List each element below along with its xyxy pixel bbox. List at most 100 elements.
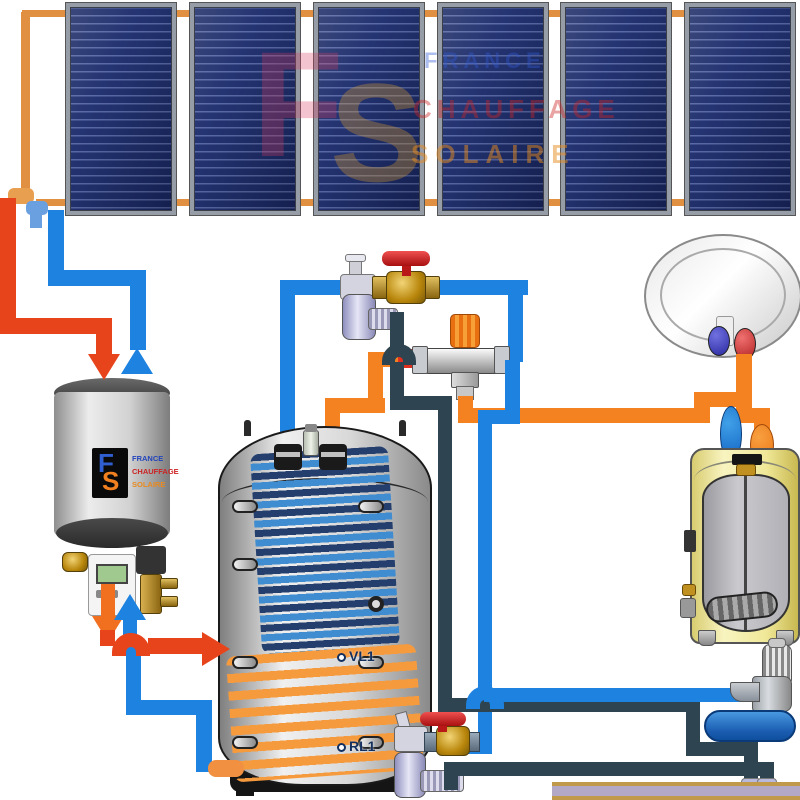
- ball-valve-bottom-stem: [438, 722, 447, 732]
- faucet-spout: [730, 682, 760, 702]
- flange-cold: [274, 444, 302, 470]
- radiator-port-blue: [708, 326, 730, 356]
- pipe-mixed-across: [458, 408, 710, 423]
- pipe-cold-long-drop: [478, 410, 492, 692]
- floor-strip-top-trim: [552, 782, 800, 786]
- buffer-port-round: [368, 596, 384, 612]
- coil-upper-solar: [250, 445, 400, 655]
- label-rl1: RL1: [349, 738, 376, 754]
- brand-logo-f: F: [98, 448, 114, 478]
- pipe-solar-hot-across: [0, 318, 112, 334]
- buffer-top-stub-cold: [280, 286, 295, 450]
- solar-panel-3: [314, 3, 424, 215]
- tank-side-valve: [62, 552, 88, 572]
- pipe-charge-hot-across: [148, 638, 206, 654]
- buffer-port: [232, 736, 258, 749]
- pipe-charge-cold-across: [126, 700, 212, 715]
- drain-b-across: [444, 762, 774, 776]
- flow-arrow-charge-up: [114, 594, 146, 620]
- drain-a-down2: [438, 396, 452, 706]
- safety-group-top-cap: [345, 254, 366, 262]
- drain-a-across2: [686, 742, 758, 756]
- label-vl1: VL1: [349, 648, 375, 664]
- floor-strip-band: [552, 786, 800, 796]
- label-rl1-dot: [337, 743, 346, 752]
- mixing-valve-body: [424, 348, 502, 374]
- safety-group-bottom-cross: [394, 726, 428, 752]
- drain-a-down3: [686, 698, 700, 754]
- ball-valve-bottom-handle: [420, 712, 466, 726]
- air-vent-cap: [305, 424, 317, 432]
- pipe-solar-thin-riser: [21, 12, 30, 198]
- solar-panel-1: [66, 3, 176, 215]
- buffer-tank-pin-right: [399, 420, 406, 436]
- solar-panel-4: [438, 3, 548, 215]
- pipe-charge-hot-elbow: [100, 630, 115, 646]
- buffer-tank-foot-left: [236, 788, 254, 796]
- pipe-elbow-blue-drop: [30, 202, 42, 228]
- brand-text: FRANCE CHAUFFAGE SOLAIRE: [132, 452, 179, 491]
- drain-a-down1: [390, 362, 404, 404]
- brand-line-3: SOLAIRE: [132, 480, 166, 489]
- pipe-solar-return-up: [48, 210, 64, 286]
- buffer-port: [358, 500, 384, 513]
- heater-side-fitting-3: [680, 598, 696, 618]
- pipe-hot-step2: [368, 352, 383, 413]
- brand-line-1: FRANCE: [132, 454, 164, 463]
- buffer-tank-pin-left: [244, 420, 251, 436]
- pipe-solar-hot-drop: [96, 318, 112, 358]
- ball-valve-top-handle: [382, 251, 430, 266]
- brand-logo-block: F S: [92, 448, 128, 498]
- coil-bottom-connector: [208, 760, 244, 777]
- flow-arrow-charge-down-shaft: [101, 584, 115, 618]
- solar-panel-6: [685, 3, 795, 215]
- flow-arrow-hot-down: [88, 354, 120, 380]
- flow-arrow-return-up: [121, 348, 153, 374]
- buffer-port: [358, 656, 384, 669]
- pipe-solar-return-across: [48, 270, 146, 286]
- flow-arrow-vl1: [202, 632, 230, 666]
- solar-tank-bottom-cap: [56, 518, 168, 548]
- solar-panel-2: [190, 3, 300, 215]
- controller-display: [96, 564, 128, 584]
- pipe-solar-return-drop: [130, 270, 146, 350]
- flange-hot-band: [321, 452, 345, 457]
- brand-logo-s: S: [102, 466, 120, 496]
- pipe-cold-below-mixer: [505, 360, 520, 424]
- pipe-radiator-down: [736, 354, 752, 416]
- air-vent-valve: [303, 430, 319, 456]
- mixing-valve-cap: [450, 314, 480, 348]
- heater-brass-plug: [736, 464, 756, 476]
- pipe-charge-cold-drop: [196, 700, 212, 772]
- pipe-charge-cold-down: [126, 640, 141, 714]
- towel-bar: [704, 710, 796, 742]
- anode-rod: [744, 476, 747, 630]
- buffer-port: [232, 656, 258, 669]
- drain-a-jog: [390, 396, 452, 410]
- pipe-cold-down-right: [508, 280, 523, 362]
- floor-strip-bottom-trim: [552, 796, 800, 800]
- pipe-cold-right: [440, 280, 528, 295]
- heater-side-fitting-1: [684, 530, 696, 552]
- label-vl1-dot: [337, 653, 346, 662]
- sensor-box: [136, 546, 166, 574]
- pipe-bridge-hot-over-cold: [112, 633, 150, 656]
- pipe-solar-hot-down: [0, 198, 16, 334]
- heater-foot-left: [698, 630, 716, 646]
- ball-valve-top-body: [386, 271, 426, 304]
- heater-side-fitting-2: [682, 584, 696, 596]
- buffer-port: [232, 558, 258, 571]
- ball-valve-top-nut-right: [424, 276, 440, 299]
- buffer-port: [232, 500, 258, 513]
- heater-label: [732, 454, 762, 465]
- solar-panel-5: [561, 3, 671, 215]
- manifold-valve-1: [160, 578, 178, 589]
- controller-button-1: [96, 590, 105, 598]
- manifold-valve-2: [160, 596, 178, 607]
- ball-valve-bottom-body: [436, 726, 470, 756]
- pipe-cold-to-faucet: [484, 688, 754, 702]
- buffer-port: [358, 736, 384, 749]
- flange-hot: [319, 444, 347, 470]
- brand-line-2: CHAUFFAGE: [132, 467, 179, 476]
